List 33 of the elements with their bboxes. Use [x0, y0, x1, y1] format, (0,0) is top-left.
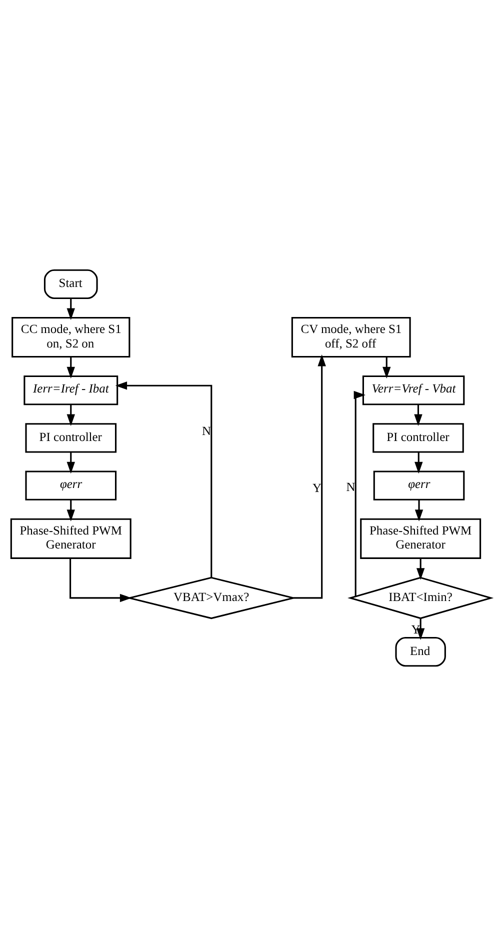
arrow	[414, 452, 423, 474]
edge-label: N	[346, 480, 356, 494]
edge-label: N	[202, 424, 212, 438]
node-box: Phase-Shifted PWM Generator	[10, 518, 132, 559]
arrow	[382, 357, 391, 379]
arrow	[293, 354, 326, 599]
arrow	[414, 500, 424, 522]
arrow	[66, 452, 75, 474]
node-box: PI controller	[25, 423, 117, 453]
arrow	[66, 357, 75, 379]
arrow	[354, 390, 366, 596]
arrow	[416, 558, 425, 580]
node-diamond: VBAT>Vmax?	[128, 576, 294, 620]
node-box: End	[395, 637, 446, 667]
node-box: PI controller	[372, 423, 464, 453]
node-box: CV mode, where S1 off, S2 off	[291, 316, 411, 358]
node-box: CC mode, where S1 on, S2 on	[12, 316, 130, 358]
arrow	[414, 404, 422, 426]
node-box: φerr	[373, 470, 465, 500]
node-diamond: IBAT<Imin?	[348, 576, 494, 620]
node-box: Start	[44, 269, 98, 299]
edge-label: Y	[411, 622, 420, 637]
node-box: Verr=Vref - Vbat	[362, 376, 465, 406]
arrow	[66, 404, 75, 426]
arrow	[66, 500, 75, 522]
edge-label: Y	[312, 480, 322, 495]
node-box: Phase-Shifted PWM Generator	[360, 518, 482, 559]
node-box: φerr	[25, 470, 117, 500]
arrow	[66, 298, 75, 320]
arrow	[115, 382, 212, 578]
node-box: Ierr=Iref - Ibat	[24, 376, 118, 406]
arrow	[70, 558, 132, 602]
arrow	[416, 618, 425, 640]
